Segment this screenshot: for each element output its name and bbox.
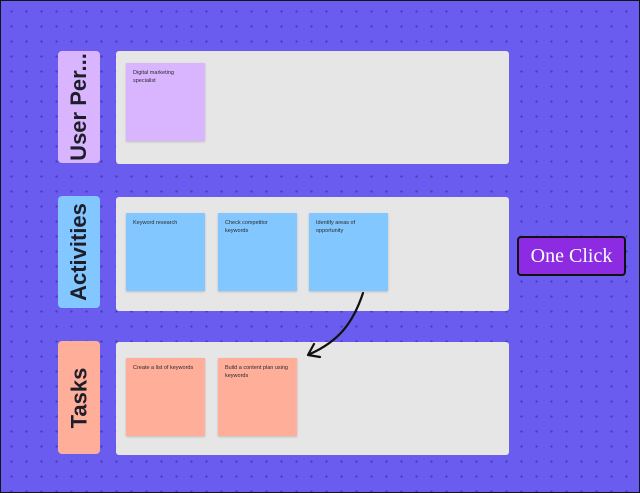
sticky-note-text: Check competitor keywords bbox=[225, 220, 268, 234]
sticky-note[interactable]: Identify areas of opportunity bbox=[309, 213, 388, 291]
sticky-note-text: Create a list of keywords bbox=[133, 365, 194, 371]
sticky-note-text: Build a content plan using keywords bbox=[225, 365, 288, 379]
row-label-tasks[interactable]: Tasks bbox=[58, 341, 100, 454]
row-label-user-persona[interactable]: User Per... bbox=[58, 51, 100, 163]
sticky-note-text: Identify areas of opportunity bbox=[316, 220, 356, 234]
sticky-note[interactable]: Check competitor keywords bbox=[218, 213, 297, 291]
one-click-button-label: One Click bbox=[530, 244, 613, 267]
sticky-note[interactable]: Keyword research bbox=[126, 213, 205, 291]
lane-activities[interactable]: Keyword research Check competitor keywor… bbox=[116, 197, 509, 311]
lane-tasks[interactable]: Create a list of keywords Build a conten… bbox=[116, 342, 509, 455]
lane-user-persona[interactable]: Digital marketing specialist bbox=[116, 51, 509, 164]
sticky-note[interactable]: Digital marketing specialist bbox=[126, 63, 205, 141]
sticky-note-text: Digital marketing specialist bbox=[133, 70, 174, 84]
sticky-note[interactable]: Create a list of keywords bbox=[126, 358, 205, 436]
sticky-note[interactable]: Build a content plan using keywords bbox=[218, 358, 297, 436]
one-click-button[interactable]: One Click bbox=[517, 236, 626, 276]
sticky-note-text: Keyword research bbox=[133, 220, 178, 226]
row-label-activities[interactable]: Activities bbox=[58, 196, 100, 308]
